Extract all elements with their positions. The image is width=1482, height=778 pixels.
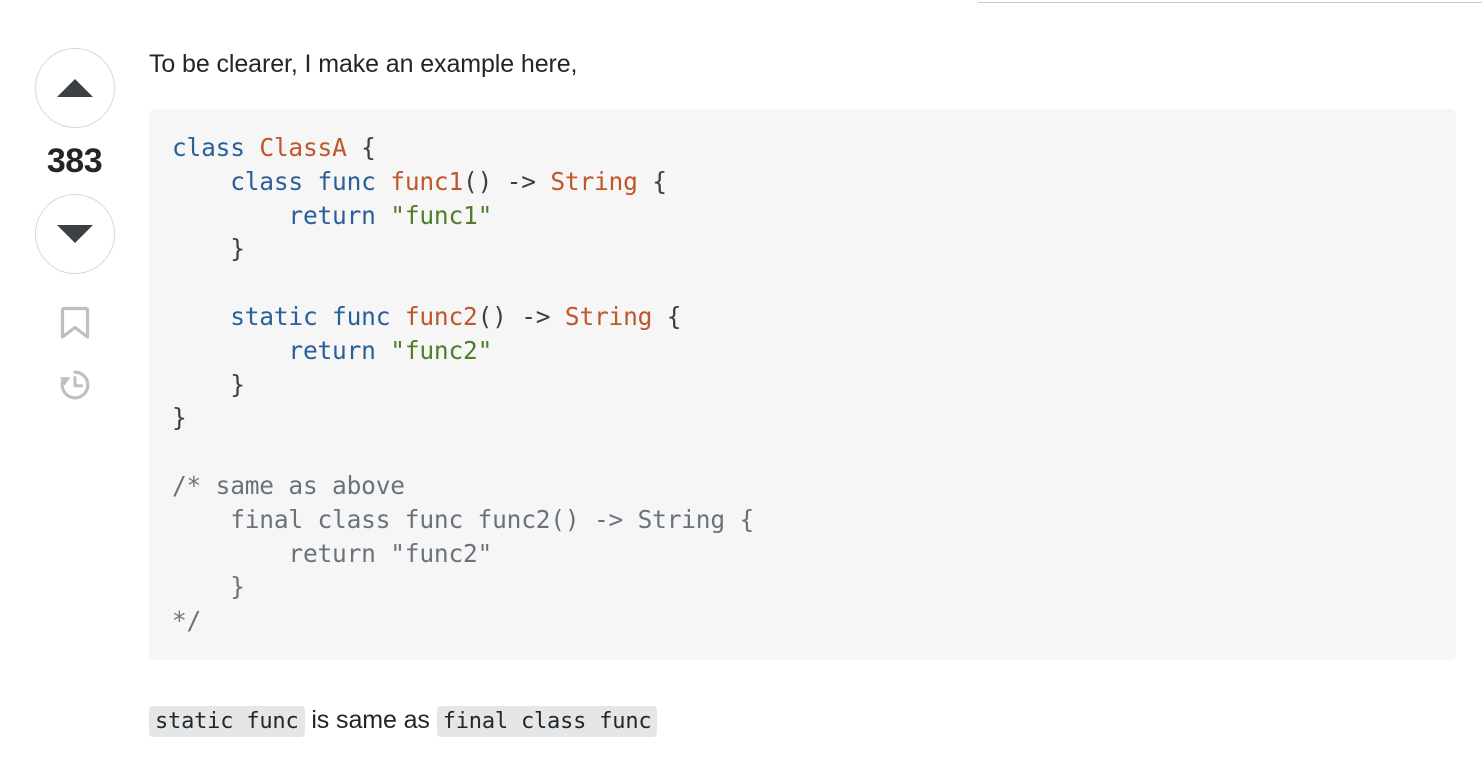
top-section-divider [978,2,1482,3]
upvote-button[interactable] [34,48,115,128]
vote-score: 383 [46,142,103,180]
code-token: { [652,301,682,331]
code-block: class ClassA { class func func1() -> Str… [149,109,1456,660]
edit-history-button[interactable] [58,368,92,402]
closing-statement: static func is same as final class func [149,702,1456,740]
code-token: */ [172,606,202,636]
code-token: () -> [477,301,565,331]
code-token [172,201,288,230]
code-token: String [550,166,638,196]
code-token: ClassA [259,133,347,162]
code-token: final class func func2() -> String { [172,504,755,534]
code-token [172,167,230,196]
code-token [172,302,230,331]
vote-sidebar: 383 [0,0,149,402]
bookmark-button[interactable] [58,306,92,340]
code-token: return "func2" [172,538,493,568]
code-token: () -> [463,166,551,196]
code-token: String [564,301,653,331]
closing-middle-text: is same as [304,705,437,734]
arrow-up-icon [56,76,94,100]
code-token: } [172,572,245,602]
code-token: func1 [390,166,464,196]
answer-body: To be clearer, I make an example here, c… [149,0,1482,739]
code-token: } [172,234,245,264]
code-token: class func [230,166,391,196]
code-token: /* same as above [172,470,405,500]
code-token: "func2" [390,335,493,365]
code-token: class [172,133,260,162]
code-token: "func1" [390,200,493,230]
inline-code-final-class-func: final class func [436,705,658,737]
answer-intro-text: To be clearer, I make an example here, [149,50,578,78]
history-clock-icon [58,368,92,402]
code-token [172,336,288,365]
code-token: { [637,166,667,196]
code-token: } [172,369,245,399]
code-token: return [288,200,391,230]
arrow-down-icon [56,222,94,246]
code-token: } [172,403,187,433]
code-content: class ClassA { class func func1() -> Str… [172,133,754,635]
downvote-button[interactable] [34,194,115,274]
inline-code-static-func: static func [149,705,305,737]
code-token: { [346,133,376,162]
code-token: return [288,335,391,365]
bookmark-icon [60,306,90,340]
code-token: func2 [404,301,478,331]
code-token: static func [230,301,405,331]
